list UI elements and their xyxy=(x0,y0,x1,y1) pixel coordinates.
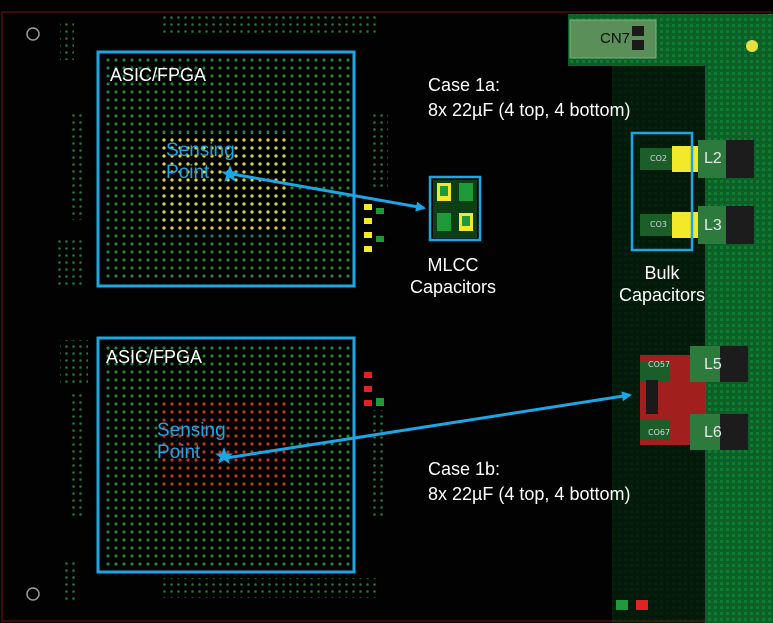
sensing-point-top-label: Sensing Point xyxy=(166,140,235,184)
bulk-label-line1: Bulk xyxy=(644,263,680,283)
star-top xyxy=(221,165,239,182)
cap-ref-co2: CO2 xyxy=(650,154,667,163)
mlcc-label-line1: MLCC xyxy=(427,255,479,275)
arrow-bottom xyxy=(225,391,632,460)
case-1b-label: Case 1b: 8x 22µF (4 top, 4 bottom) xyxy=(428,458,630,505)
case-1a-detail: 8x 22µF (4 top, 4 bottom) xyxy=(428,100,631,120)
arrow-top xyxy=(231,172,426,212)
mounting-hole-top xyxy=(26,27,40,41)
star-bottom xyxy=(215,447,233,464)
connector-label: CN7 xyxy=(600,30,631,47)
asic-outline-top xyxy=(96,50,356,288)
sensing-top-line2: Point xyxy=(166,162,210,183)
sense-pads-top xyxy=(160,133,288,233)
inductor-l5: L5 xyxy=(704,356,722,373)
case-1a-title: Case 1a: xyxy=(428,75,501,95)
cap-ref-co67: CO67 xyxy=(648,428,671,437)
case-1b-detail: 8x 22µF (4 top, 4 bottom) xyxy=(428,484,631,504)
cap-ref-co57: CO57 xyxy=(648,360,671,369)
mlcc-outline xyxy=(428,175,482,242)
case-1b-title: Case 1b: xyxy=(428,459,501,479)
inductor-l2: L2 xyxy=(704,150,722,167)
sense-pads-bottom xyxy=(160,398,288,490)
sensing-bottom-line2: Point xyxy=(157,442,201,463)
mlcc-label: MLCC Capacitors xyxy=(398,254,508,298)
case-1a-label: Case 1a: 8x 22µF (4 top, 4 bottom) xyxy=(428,74,630,121)
asic-label-bottom: ASIC/FPGA xyxy=(106,347,203,367)
mlcc-label-line2: Capacitors xyxy=(409,277,497,297)
cap-ref-co3: CO3 xyxy=(650,220,667,229)
sensing-bottom-line1: Sensing xyxy=(157,420,226,441)
bulk-outline xyxy=(630,131,694,252)
bulk-label: Bulk Capacitors xyxy=(604,262,720,306)
mounting-hole-bottom xyxy=(26,587,40,601)
inductor-l6: L6 xyxy=(704,424,722,441)
inductor-l3: L3 xyxy=(704,217,722,234)
bulk-label-line2: Capacitors xyxy=(618,285,706,305)
asic-label-top: ASIC/FPGA xyxy=(110,65,207,85)
sensing-top-line1: Sensing xyxy=(166,140,235,161)
sensing-point-bottom-label: Sensing Point xyxy=(157,420,226,464)
asic-outline-bottom xyxy=(96,336,356,574)
